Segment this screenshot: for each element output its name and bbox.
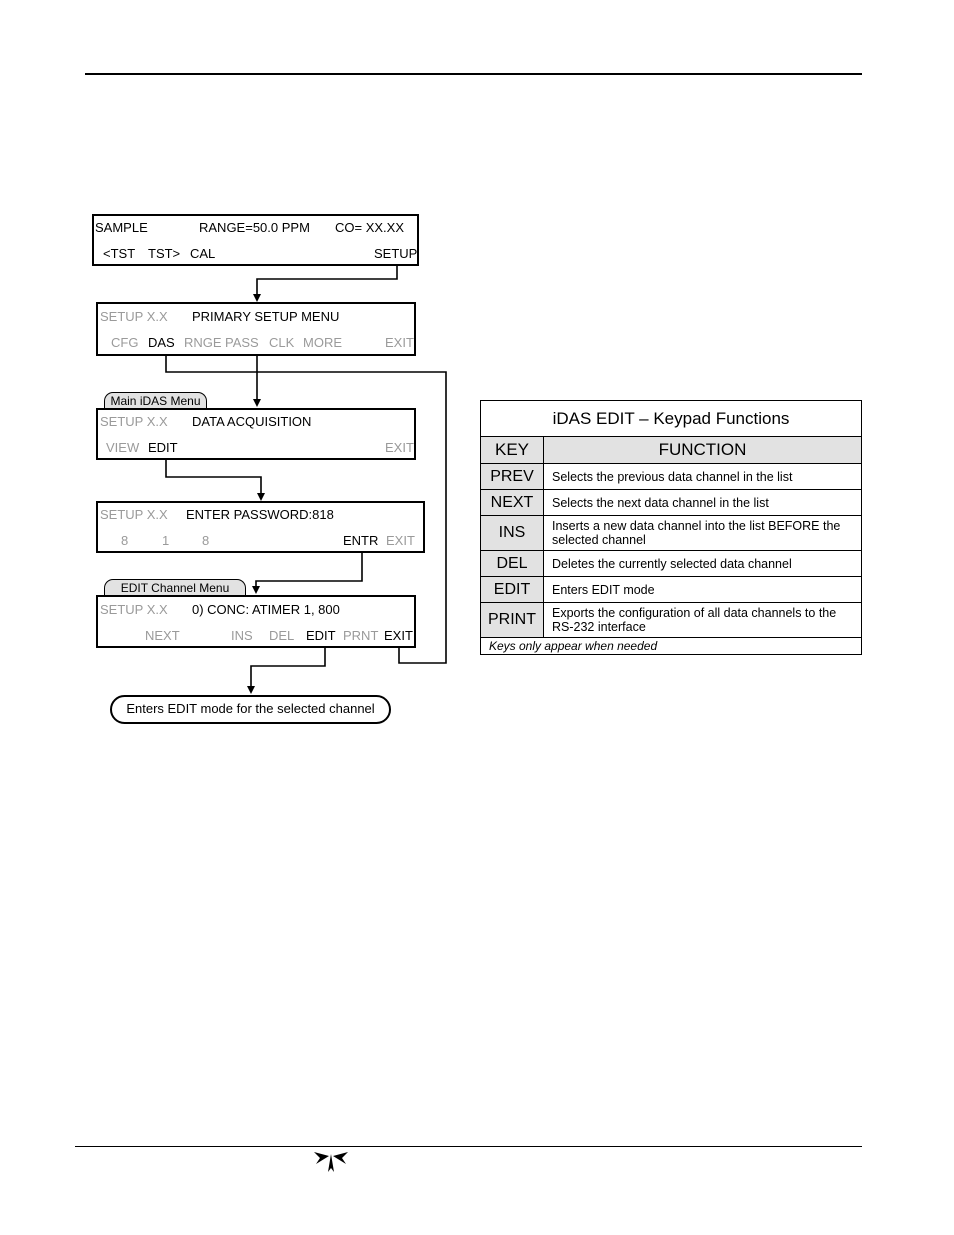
column-header-key: KEY <box>480 436 544 464</box>
function-cell: Selects the previous data channel in the… <box>543 463 862 490</box>
main-idas-menu-tab: Main iDAS Menu <box>104 392 207 409</box>
edit-button[interactable]: EDIT <box>306 628 336 643</box>
exit-button[interactable]: EXIT <box>384 628 413 643</box>
data-acquisition-title: DATA ACQUISITION <box>192 414 312 429</box>
cfg-button[interactable]: CFG <box>111 335 139 350</box>
prnt-button[interactable]: PRNT <box>343 628 379 643</box>
pass-button[interactable]: PASS <box>225 335 259 350</box>
exit-button[interactable]: EXIT <box>385 440 414 455</box>
table-row: PREV Selects the previous data channel i… <box>480 463 862 490</box>
table-row: INS Inserts a new data channel into the … <box>480 515 862 551</box>
edit-button[interactable]: EDIT <box>148 440 178 455</box>
password-screen: SETUP X.X ENTER PASSWORD:818 8 1 8 ENTR … <box>96 501 425 553</box>
function-cell: Inserts a new data channel into the list… <box>543 515 862 551</box>
clk-button[interactable]: CLK <box>269 335 295 350</box>
setup-version-label: SETUP X.X <box>100 309 168 324</box>
tst-next-button[interactable]: TST> <box>148 246 181 261</box>
key-cell: DEL <box>480 550 544 577</box>
rnge-button[interactable]: RNGE <box>184 335 222 350</box>
cal-button[interactable]: CAL <box>190 246 216 261</box>
key-cell: PRINT <box>480 602 544 638</box>
range-readout: RANGE=50.0 PPM <box>199 220 310 235</box>
tst-prev-button[interactable]: <TST <box>103 246 136 261</box>
setup-version-label: SETUP X.X <box>100 602 168 617</box>
view-button[interactable]: VIEW <box>106 440 140 455</box>
key-cell: PREV <box>480 463 544 490</box>
co-readout: CO= XX.XX <box>335 220 404 235</box>
column-header-function: FUNCTION <box>543 436 862 464</box>
table-note: Keys only appear when needed <box>480 637 862 655</box>
more-button[interactable]: MORE <box>303 335 342 350</box>
data-acquisition-screen: SETUP X.X DATA ACQUISITION VIEW EDIT EXI… <box>96 408 416 460</box>
digit-key-2[interactable]: 1 <box>162 533 170 548</box>
sample-mode-label: SAMPLE <box>95 220 148 235</box>
key-cell: NEXT <box>480 489 544 516</box>
primary-setup-screen: SETUP X.X PRIMARY SETUP MENU CFG DAS RNG… <box>96 302 416 356</box>
primary-setup-title: PRIMARY SETUP MENU <box>192 309 340 324</box>
function-cell: Exports the configuration of all data ch… <box>543 602 862 638</box>
sample-screen: SAMPLE RANGE=50.0 PPM CO= XX.XX <TST TST… <box>92 214 419 266</box>
entr-button[interactable]: ENTR <box>343 533 379 548</box>
setup-version-label: SETUP X.X <box>100 414 168 429</box>
teledyne-logo-icon <box>312 1150 350 1174</box>
key-cell: INS <box>480 515 544 551</box>
keypad-functions-table: iDAS EDIT – Keypad Functions KEY FUNCTIO… <box>480 400 862 655</box>
function-cell: Selects the next data channel in the lis… <box>543 489 862 516</box>
setup-version-label: SETUP X.X <box>100 507 168 522</box>
exit-button[interactable]: EXIT <box>386 533 415 548</box>
next-button[interactable]: NEXT <box>145 628 180 643</box>
table-row: DEL Deletes the currently selected data … <box>480 550 862 577</box>
ins-button[interactable]: INS <box>231 628 253 643</box>
table-row: NEXT Selects the next data channel in th… <box>480 489 862 516</box>
table-title: iDAS EDIT – Keypad Functions <box>480 400 862 437</box>
edit-channel-menu-tab: EDIT Channel Menu <box>104 579 246 596</box>
key-cell: EDIT <box>480 576 544 603</box>
footer-rule <box>75 1146 862 1147</box>
channel-readout: 0) CONC: ATIMER 1, 800 <box>192 602 340 617</box>
edit-channel-screen: SETUP X.X 0) CONC: ATIMER 1, 800 NEXT IN… <box>96 595 416 648</box>
del-button[interactable]: DEL <box>269 628 295 643</box>
digit-key-1[interactable]: 8 <box>121 533 129 548</box>
digit-key-3[interactable]: 8 <box>202 533 210 548</box>
das-button[interactable]: DAS <box>148 335 175 350</box>
function-cell: Deletes the currently selected data chan… <box>543 550 862 577</box>
function-cell: Enters EDIT mode <box>543 576 862 603</box>
exit-button[interactable]: EXIT <box>385 335 414 350</box>
table-row: EDIT Enters EDIT mode <box>480 576 862 603</box>
header-rule <box>85 73 862 75</box>
password-prompt: ENTER PASSWORD:818 <box>186 507 334 522</box>
edit-mode-callout: Enters EDIT mode for the selected channe… <box>110 695 391 724</box>
table-row: PRINT Exports the configuration of all d… <box>480 602 862 638</box>
setup-button[interactable]: SETUP <box>374 246 418 261</box>
